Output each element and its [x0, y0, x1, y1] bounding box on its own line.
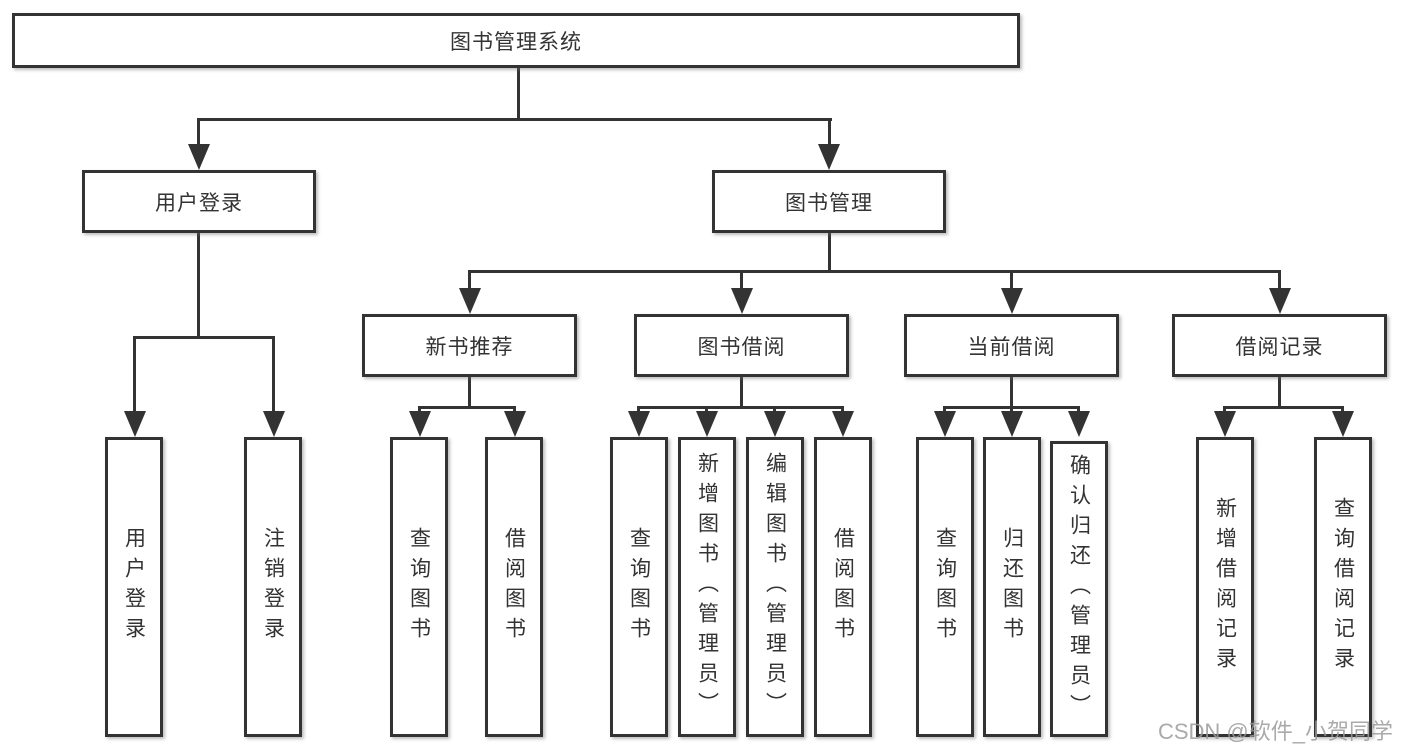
arrow-down-icon — [1001, 288, 1023, 314]
arrow-down-icon — [1269, 288, 1291, 314]
connector-line — [468, 375, 471, 408]
connector-line — [1010, 272, 1013, 290]
node-label: 新增借阅记录 — [1213, 497, 1237, 677]
node-label: 查询图书 — [627, 527, 651, 647]
connector-line — [272, 338, 275, 413]
connector-line — [468, 270, 1281, 273]
arrow-down-icon — [764, 411, 786, 437]
arrow-down-icon — [188, 144, 210, 170]
leaf-add-borrow-record: 新增借阅记录 — [1196, 437, 1254, 737]
arrow-down-icon — [1001, 411, 1023, 437]
arrow-down-icon — [731, 288, 753, 314]
node-label: 确认归还（管理员） — [1067, 454, 1091, 724]
arrow-down-icon — [459, 288, 481, 314]
arrow-down-icon — [1214, 411, 1236, 437]
connector-line — [197, 118, 832, 121]
node-label: 借阅记录 — [1235, 335, 1324, 359]
node-label: 借阅图书 — [831, 527, 855, 647]
connector-line — [517, 67, 520, 120]
leaf-borrow-books-recommend: 借阅图书 — [485, 437, 543, 737]
connector-line — [468, 272, 471, 290]
arrow-down-icon — [409, 411, 431, 437]
node-new-book-recommendation: 新书推荐 — [362, 314, 577, 377]
node-label: 归还图书 — [1000, 527, 1024, 647]
leaf-confirm-return-admin: 确认归还（管理员） — [1050, 441, 1108, 737]
arrow-down-icon — [832, 411, 854, 437]
node-label: 图书管理 — [785, 191, 873, 215]
connector-line — [197, 120, 200, 148]
leaf-query-books-borrowing: 查询图书 — [610, 437, 668, 737]
node-label: 新增图书（管理员） — [695, 452, 719, 722]
connector-line — [418, 406, 516, 409]
leaf-query-books-recommend: 查询图书 — [390, 437, 448, 737]
leaf-user-login: 用户登录 — [105, 437, 163, 737]
connector-line — [133, 338, 136, 413]
node-label: 查询图书 — [407, 527, 431, 647]
arrow-down-icon — [1332, 411, 1354, 437]
arrow-down-icon — [124, 411, 146, 437]
connector-line — [740, 272, 743, 290]
arrow-down-icon — [696, 411, 718, 437]
leaf-edit-books-admin: 编辑图书（管理员） — [746, 437, 804, 737]
connector-line — [1278, 375, 1281, 408]
connector-line — [828, 232, 831, 272]
leaf-borrow-books: 借阅图书 — [814, 437, 872, 737]
arrow-down-icon — [1068, 411, 1090, 437]
leaf-return-books: 归还图书 — [983, 437, 1041, 737]
node-label: 图书管理系统 — [450, 30, 582, 54]
node-label: 注销登录 — [261, 527, 285, 647]
node-label: 图书借阅 — [697, 335, 786, 359]
connector-line — [1278, 272, 1281, 290]
leaf-logout: 注销登录 — [244, 437, 302, 737]
connector-line — [740, 375, 743, 408]
connector-line — [1223, 406, 1344, 409]
node-label: 借阅图书 — [502, 527, 526, 647]
node-label: 当前借阅 — [967, 335, 1056, 359]
node-label: 新书推荐 — [425, 335, 514, 359]
arrow-down-icon — [934, 411, 956, 437]
connector-line — [943, 406, 1080, 409]
connector-line — [1010, 375, 1013, 408]
node-book-borrowing: 图书借阅 — [634, 314, 849, 377]
node-label: 用户登录 — [122, 527, 146, 647]
node-label: 用户登录 — [155, 191, 243, 215]
node-book-management: 图书管理 — [712, 170, 946, 233]
node-borrowing-records: 借阅记录 — [1172, 314, 1387, 377]
node-library-management-system: 图书管理系统 — [12, 13, 1020, 68]
watermark-text: CSDN @软件_小贺同学 — [1157, 719, 1393, 744]
leaf-add-books-admin: 新增图书（管理员） — [678, 437, 736, 737]
leaf-query-books-current: 查询图书 — [916, 437, 974, 737]
arrow-down-icon — [504, 411, 526, 437]
node-label: 编辑图书（管理员） — [763, 452, 787, 722]
arrow-down-icon — [263, 411, 285, 437]
connector-line — [133, 336, 275, 339]
connector-line — [828, 120, 831, 148]
connector-line — [637, 406, 844, 409]
arrow-down-icon — [628, 411, 650, 437]
node-label: 查询借阅记录 — [1331, 497, 1355, 677]
leaf-query-borrow-record: 查询借阅记录 — [1314, 437, 1372, 737]
node-current-borrowing: 当前借阅 — [904, 314, 1119, 377]
connector-line — [197, 232, 200, 338]
arrow-down-icon — [818, 144, 840, 170]
node-label: 查询图书 — [933, 527, 957, 647]
node-user-login: 用户登录 — [82, 170, 316, 233]
